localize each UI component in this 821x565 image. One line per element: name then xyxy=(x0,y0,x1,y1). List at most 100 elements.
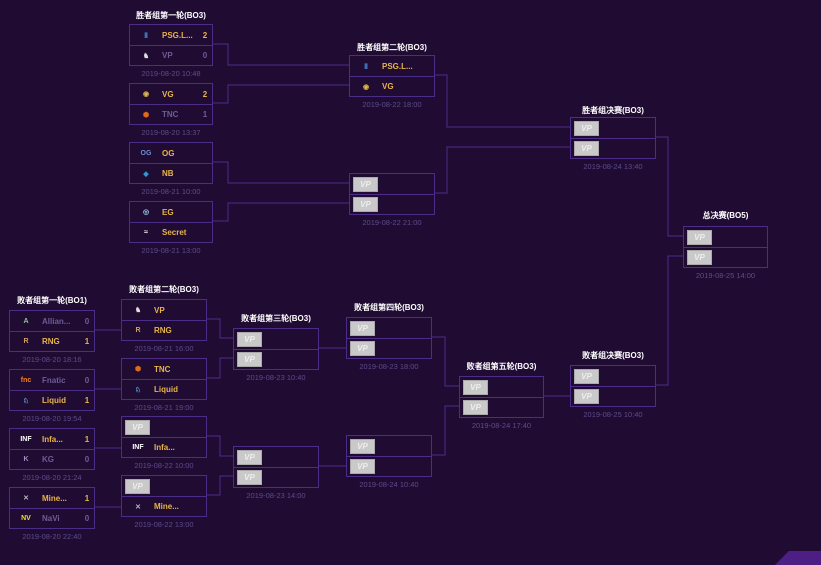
tnc-logo-icon: ⬢ xyxy=(134,366,142,373)
team-name: EG xyxy=(162,207,174,217)
vg-logo-icon: ◉ xyxy=(362,83,370,91)
round-title: 败者组第三轮(BO3) xyxy=(241,314,311,323)
og-logo-icon: OG xyxy=(140,149,152,157)
team-row[interactable]: VP xyxy=(571,386,655,406)
team-row[interactable]: ♞VP xyxy=(122,300,206,320)
match-card[interactable]: ⬢ TNC ♘Liquid xyxy=(121,358,207,400)
team-row[interactable]: VP xyxy=(684,227,767,247)
match-date: 2019-08-23 10:40 xyxy=(246,373,306,382)
placeholder-team-logo: VP xyxy=(350,438,375,454)
team-row[interactable]: VP xyxy=(350,194,434,214)
round-title: 总决赛(BO5) xyxy=(702,211,749,220)
match-card[interactable]: VP VP xyxy=(570,117,656,159)
team-row[interactable]: VP xyxy=(350,174,434,194)
team-row[interactable]: VP xyxy=(460,377,543,397)
team-row[interactable]: VP xyxy=(122,476,206,496)
team-row[interactable]: VP xyxy=(122,417,206,437)
round-title: 败者组第四轮(BO3) xyxy=(354,303,424,312)
team-score: 0 xyxy=(84,514,90,523)
round-title: 胜者组第二轮(BO3) xyxy=(357,43,427,52)
team-row[interactable]: VP xyxy=(234,447,318,467)
team-row[interactable]: VP xyxy=(571,118,655,138)
placeholder-team-logo: VP xyxy=(350,320,375,336)
team-row[interactable]: VP xyxy=(234,349,318,369)
match-card[interactable]: ◎EG≈Secret xyxy=(129,201,213,243)
team-row[interactable]: VP xyxy=(571,138,655,158)
team-row[interactable]: VP xyxy=(234,329,318,349)
placeholder-team-logo: VP xyxy=(574,141,599,156)
team-row[interactable]: ✕Mine...1 xyxy=(10,488,94,508)
team-row[interactable]: ◉VG xyxy=(350,76,434,96)
team-row[interactable]: VP xyxy=(347,318,431,338)
match-card[interactable]: VP VP xyxy=(346,435,432,477)
team-row[interactable]: ♘Liquid xyxy=(122,379,206,399)
match-card[interactable]: VP VP xyxy=(233,328,319,370)
psg-lgd-logo-icon: ▮ xyxy=(144,32,148,39)
match-card[interactable]: ▮PSG.L...◉VG xyxy=(349,55,435,97)
team-name: PSG.L... xyxy=(162,30,193,40)
match-date: 2019-08-24 13:40 xyxy=(583,162,643,171)
match-date: 2019-08-20 21:24 xyxy=(22,473,82,482)
corner-nav-tab[interactable] xyxy=(775,551,821,565)
team-row[interactable]: VP xyxy=(347,338,431,358)
match-card[interactable]: VP ✕Mine... xyxy=(121,475,207,517)
team-name: TNC xyxy=(154,364,171,374)
team-row[interactable]: ◎EG xyxy=(130,202,212,222)
connector-line xyxy=(207,435,233,457)
connector-line xyxy=(432,336,459,387)
placeholder-team-logo: VP xyxy=(574,120,599,136)
team-row[interactable]: ≈Secret xyxy=(130,222,212,242)
match-date: 2019-08-24 10:40 xyxy=(359,480,419,489)
placeholder-team-logo: VP xyxy=(125,478,150,494)
team-row[interactable]: VP xyxy=(460,397,543,417)
team-score: 1 xyxy=(84,493,90,503)
team-name: NaVi xyxy=(42,514,60,523)
liquid-logo-icon: ♘ xyxy=(22,397,30,405)
vp-logo-icon: ♞ xyxy=(134,307,142,314)
team-score: 0 xyxy=(84,316,90,326)
team-row[interactable]: VP xyxy=(234,467,318,487)
team-score: 1 xyxy=(202,110,208,119)
team-row[interactable]: ✕Mine... xyxy=(122,496,206,516)
team-name: Liquid xyxy=(154,385,178,394)
team-row[interactable]: VP xyxy=(684,247,767,267)
rng-logo-icon: R xyxy=(23,338,29,345)
team-row[interactable]: VP xyxy=(571,366,655,386)
team-row[interactable]: VP xyxy=(347,436,431,456)
team-row[interactable]: ⬢ TNC xyxy=(122,359,206,379)
team-row[interactable]: VP xyxy=(347,456,431,476)
team-row[interactable]: ◆NB xyxy=(130,163,212,183)
team-row[interactable]: ▮PSG.L... xyxy=(350,56,434,76)
placeholder-team-logo: VP xyxy=(237,331,262,347)
team-row[interactable]: ▮PSG.L...2 xyxy=(130,25,212,45)
match-card[interactable]: VP VP xyxy=(346,317,432,359)
